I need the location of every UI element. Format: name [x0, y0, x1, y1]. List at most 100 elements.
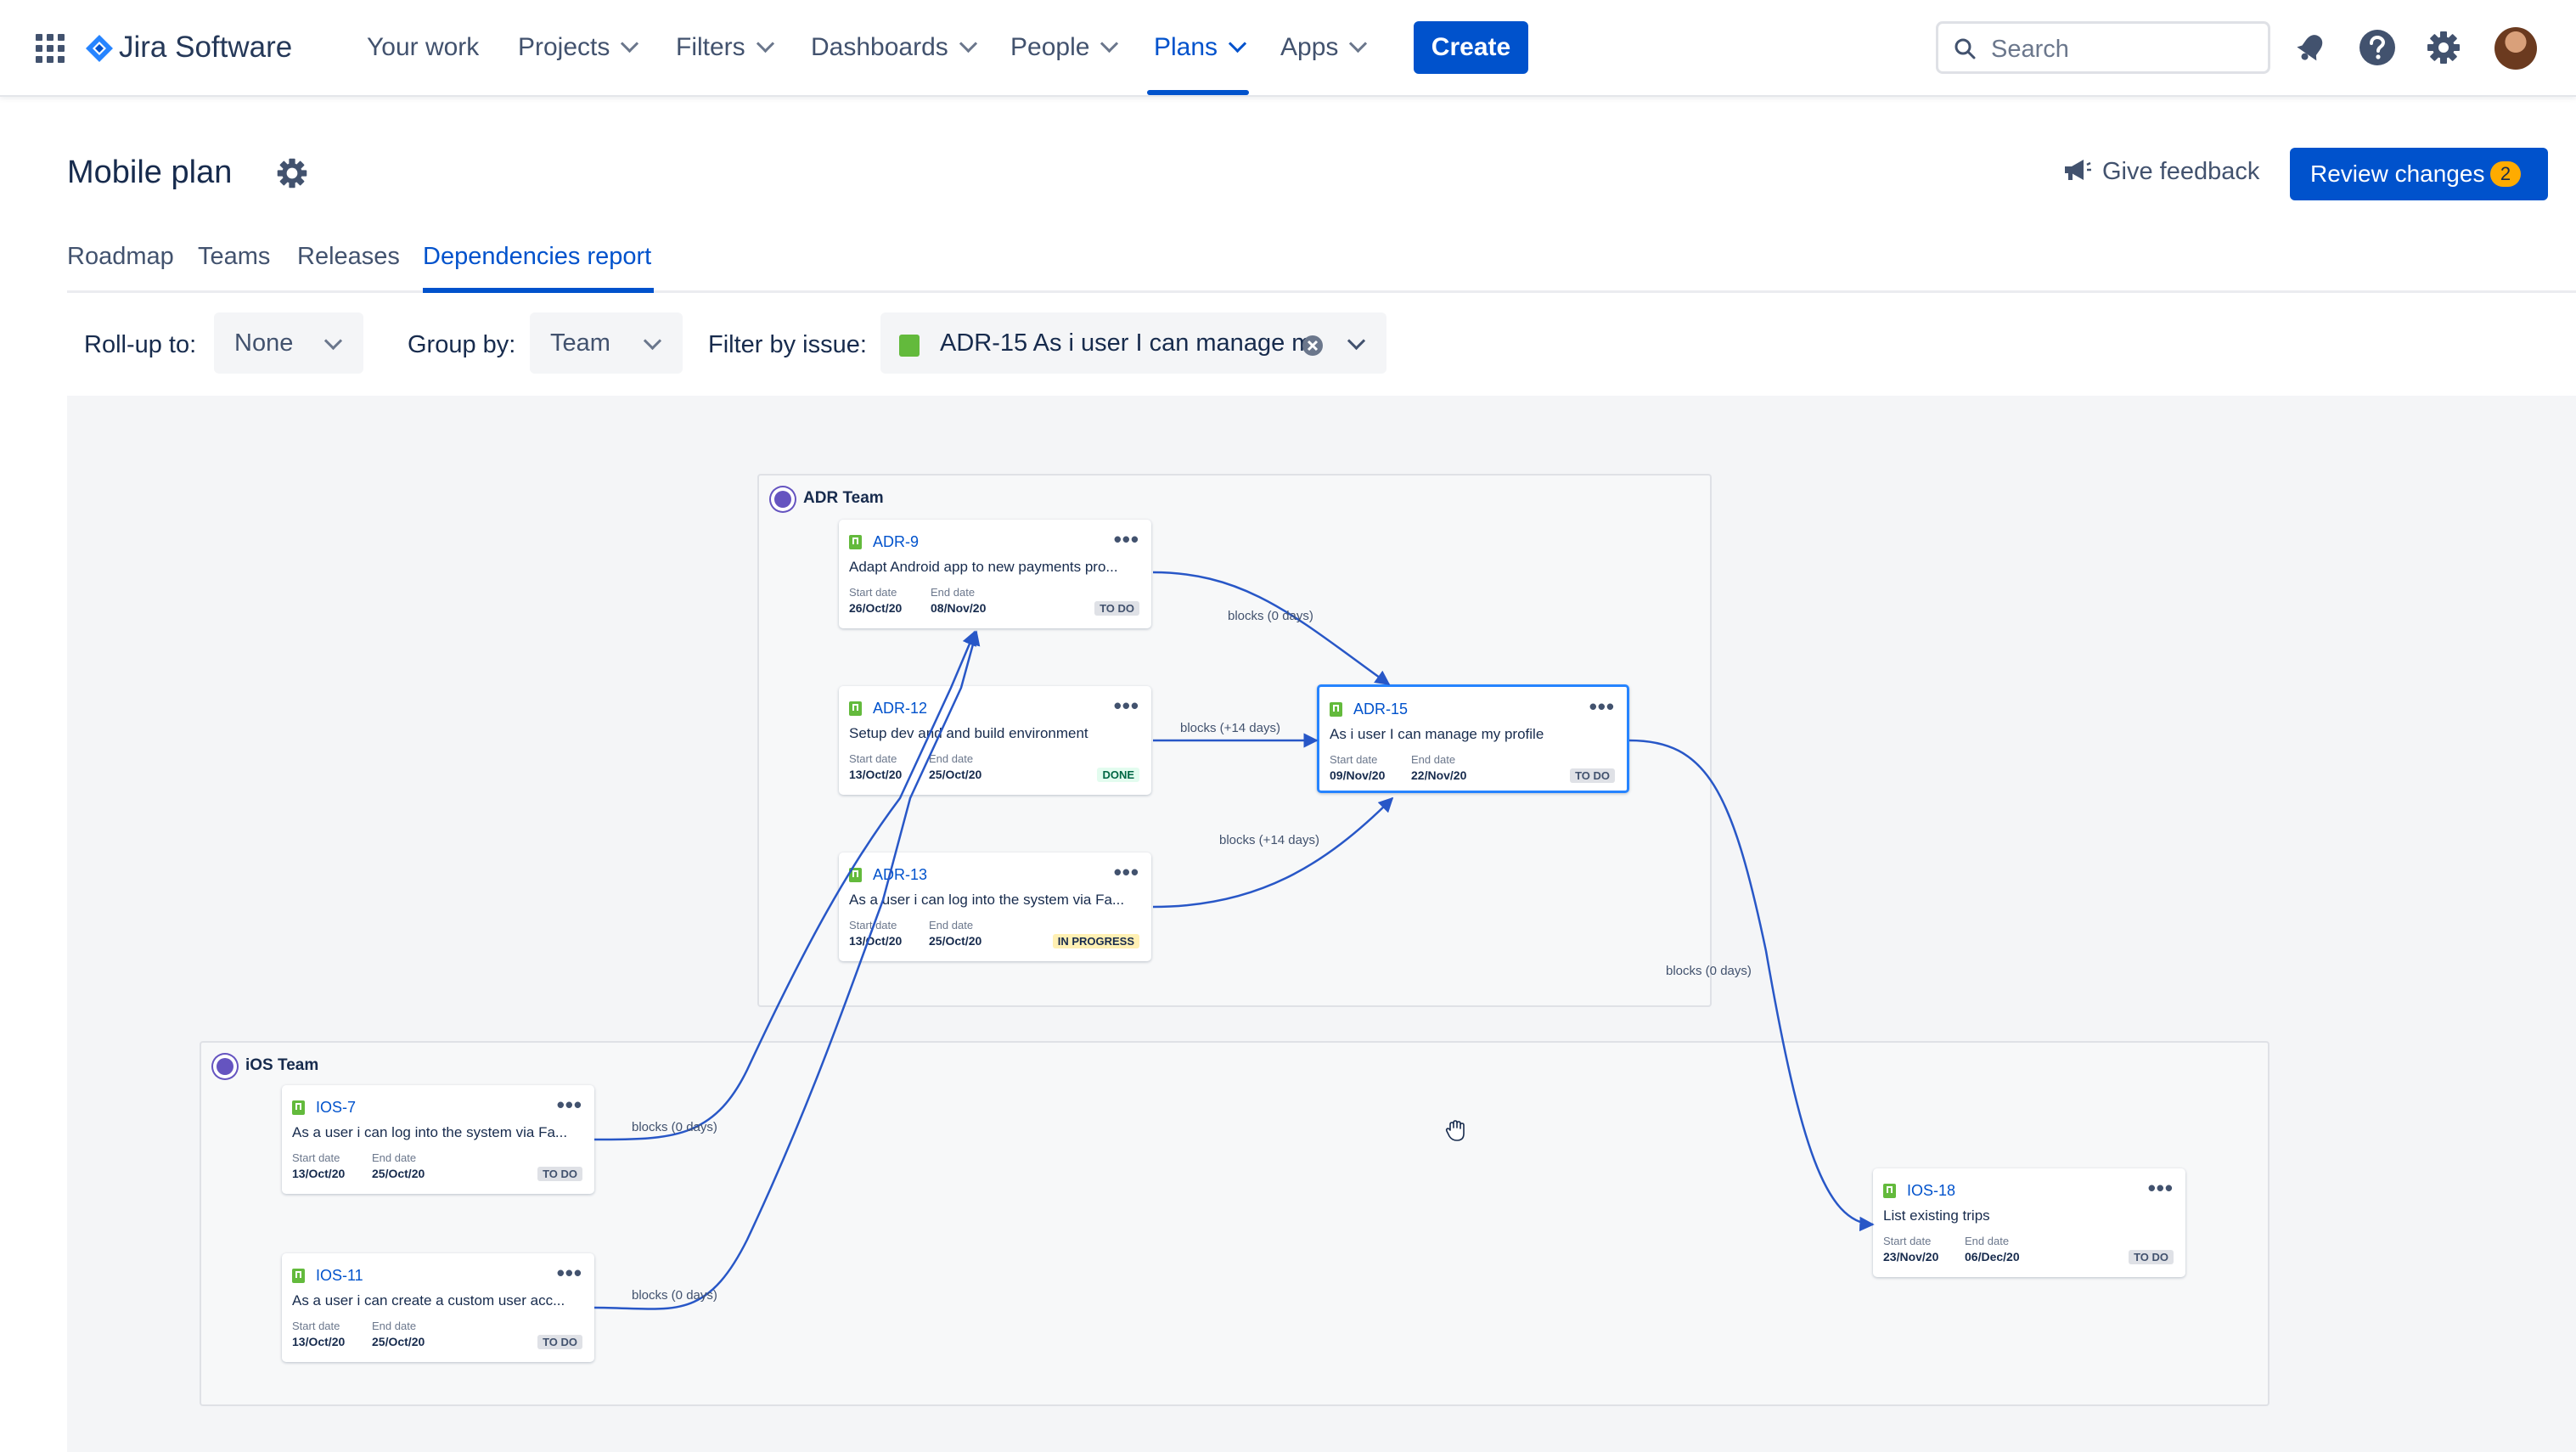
- review-changes-button[interactable]: Review changes 2: [2290, 148, 2548, 200]
- rollup-value: None: [234, 329, 294, 357]
- team-title: iOS Team: [245, 1056, 319, 1074]
- issue-card-adr-13[interactable]: ADR-13 ••• As a user i can log into the …: [839, 853, 1151, 961]
- status-badge: TO DO: [1570, 768, 1615, 783]
- nav-filters[interactable]: Filters: [676, 29, 774, 66]
- story-icon: [1883, 1184, 1896, 1198]
- review-changes-count-badge: 2: [2490, 161, 2521, 187]
- more-options-icon[interactable]: •••: [556, 1092, 582, 1117]
- end-date-label: End date: [372, 1151, 417, 1164]
- story-icon: [292, 1269, 305, 1283]
- give-feedback-label: Give feedback: [2102, 158, 2260, 185]
- filter-by-issue-label: Filter by issue:: [708, 331, 867, 358]
- more-options-icon[interactable]: •••: [1113, 526, 1139, 552]
- chevron-down-icon: [1228, 34, 1247, 53]
- start-date-value: 13/Oct/20: [849, 768, 903, 781]
- issue-key[interactable]: ADR-12: [873, 700, 928, 717]
- end-date-label: End date: [929, 752, 974, 765]
- issue-key[interactable]: ADR-9: [873, 533, 920, 550]
- nav-filters-label: Filters: [676, 33, 745, 61]
- more-options-icon[interactable]: •••: [2147, 1175, 2174, 1201]
- search-input[interactable]: Search: [1936, 21, 2270, 74]
- notifications-icon[interactable]: [2294, 31, 2328, 65]
- team-avatar: [213, 1055, 237, 1078]
- issue-card-adr-15[interactable]: ADR-15 ••• As i user I can manage my pro…: [1317, 684, 1629, 793]
- issue-summary: As a user i can create a custom user acc…: [292, 1292, 565, 1308]
- issue-key[interactable]: IOS-18: [1907, 1182, 1956, 1199]
- issue-key[interactable]: ADR-15: [1353, 701, 1409, 718]
- issue-key[interactable]: IOS-7: [316, 1099, 357, 1116]
- tab-roadmap[interactable]: Roadmap: [67, 243, 174, 270]
- clear-filter-icon[interactable]: [1302, 335, 1324, 357]
- issue-card-adr-12[interactable]: ADR-12 ••• Setup dev and and build envir…: [839, 686, 1151, 795]
- groupby-label: Group by:: [408, 331, 516, 358]
- issue-summary: As i user I can manage my profile: [1330, 726, 1544, 742]
- start-date-value: 26/Oct/20: [849, 601, 903, 615]
- start-date-label: Start date: [292, 1151, 340, 1164]
- more-options-icon[interactable]: •••: [1113, 693, 1139, 718]
- nav-people[interactable]: People: [1010, 29, 1119, 66]
- issue-key[interactable]: ADR-13: [873, 866, 928, 883]
- product-name: Jira Software: [119, 31, 293, 64]
- story-icon: [849, 868, 862, 882]
- issue-summary: As a user i can log into the system via …: [292, 1124, 568, 1140]
- end-date-value: 06/Dec/20: [1965, 1250, 2020, 1263]
- end-date-value: 22/Nov/20: [1411, 768, 1467, 782]
- active-tab-indicator: [423, 288, 654, 293]
- more-options-icon[interactable]: •••: [1113, 859, 1139, 885]
- chevron-down-icon: [1349, 34, 1368, 53]
- give-feedback-button[interactable]: Give feedback: [2061, 158, 2259, 186]
- end-date-label: End date: [931, 586, 976, 599]
- tabs-divider: [67, 290, 2576, 293]
- chevron-down-icon: [323, 331, 343, 351]
- more-options-icon[interactable]: •••: [556, 1260, 582, 1286]
- chevron-down-icon: [959, 34, 977, 53]
- user-avatar[interactable]: [2494, 27, 2537, 70]
- chevron-down-icon: [756, 34, 774, 53]
- nav-apps[interactable]: Apps: [1280, 29, 1368, 66]
- chevron-down-icon: [1100, 34, 1119, 53]
- nav-plans[interactable]: Plans: [1154, 29, 1247, 66]
- help-icon[interactable]: [2359, 29, 2396, 66]
- tab-dependencies-report[interactable]: Dependencies report: [423, 243, 652, 270]
- end-date-label: End date: [1965, 1235, 2010, 1247]
- groupby-select[interactable]: Team: [530, 312, 683, 374]
- nav-your-work-label: Your work: [367, 33, 480, 61]
- chevron-down-icon: [621, 34, 639, 53]
- tab-teams[interactable]: Teams: [198, 243, 271, 270]
- issue-summary: As a user i can log into the system via …: [849, 892, 1125, 908]
- start-date-label: Start date: [292, 1320, 340, 1332]
- nav-apps-label: Apps: [1280, 33, 1339, 61]
- page-title: Mobile plan: [67, 155, 233, 190]
- end-date-label: End date: [1411, 753, 1456, 766]
- start-date-value: 13/Oct/20: [292, 1167, 346, 1180]
- settings-gear-icon[interactable]: [2425, 29, 2462, 66]
- chevron-down-icon: [1347, 331, 1366, 351]
- filter-by-issue-select[interactable]: ADR-15 As i user I can manage m: [880, 312, 1386, 374]
- rollup-select[interactable]: None: [214, 312, 363, 374]
- issue-summary: Adapt Android app to new payments pro...: [849, 559, 1118, 575]
- nav-active-indicator: [1147, 90, 1249, 95]
- megaphone-icon: [2065, 160, 2091, 180]
- issue-card-ios-7[interactable]: IOS-7 ••• As a user i can log into the s…: [282, 1085, 594, 1194]
- issue-key[interactable]: IOS-11: [316, 1267, 363, 1284]
- issue-card-ios-18[interactable]: IOS-18 ••• List existing trips Start dat…: [1873, 1168, 2185, 1277]
- nav-dashboards[interactable]: Dashboards: [811, 29, 977, 66]
- start-date-label: Start date: [849, 752, 897, 765]
- nav-projects[interactable]: Projects: [518, 29, 639, 66]
- create-button[interactable]: Create: [1414, 21, 1528, 74]
- top-navigation: Jira Software Your work Projects Filters…: [0, 0, 2576, 97]
- more-options-icon[interactable]: •••: [1589, 694, 1615, 719]
- issue-card-adr-9[interactable]: ADR-9 ••• Adapt Android app to new payme…: [839, 520, 1151, 628]
- story-icon: [849, 701, 862, 716]
- end-date-value: 25/Oct/20: [929, 934, 982, 948]
- issue-card-ios-11[interactable]: IOS-11 ••• As a user i can create a cust…: [282, 1253, 594, 1362]
- nav-your-work[interactable]: Your work: [367, 29, 479, 66]
- app-switcher-icon[interactable]: [36, 34, 65, 63]
- start-date-label: Start date: [849, 919, 897, 931]
- start-date-value: 13/Oct/20: [849, 934, 903, 948]
- tab-releases[interactable]: Releases: [297, 243, 400, 270]
- end-date-label: End date: [929, 919, 974, 931]
- plan-settings-gear-icon[interactable]: [275, 156, 309, 190]
- jira-logo-icon: [86, 35, 113, 62]
- status-badge: TO DO: [1094, 601, 1139, 616]
